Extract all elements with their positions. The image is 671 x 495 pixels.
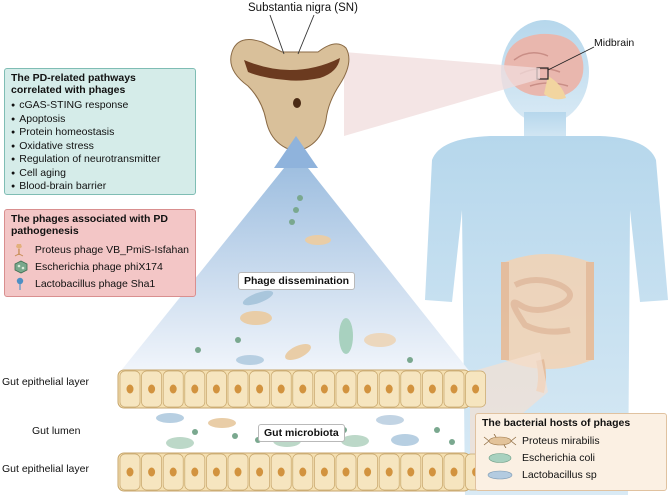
cell-nucleus (407, 384, 415, 394)
proteus-bacterium-icon (483, 433, 517, 448)
hosts-list: Proteus mirabilis Escherichia coli Lacto… (482, 432, 660, 483)
phage-item: Escherichia phage phiX174 (11, 258, 189, 275)
microbes-in-lumen (156, 413, 419, 449)
host-label: Escherichia coli (522, 451, 595, 464)
cell-nucleus (191, 467, 199, 477)
cell-nucleus (299, 467, 307, 477)
cell-nucleus (148, 467, 156, 477)
gut-epithelial-label-bottom: Gut epithelial layer (2, 463, 89, 475)
sn-pointer-right (297, 14, 315, 55)
host-label: Lactobacillus sp (522, 468, 597, 481)
epithelium-top (117, 369, 486, 409)
midbrain-label: Midbrain (594, 37, 635, 49)
bacterial-hosts-box: The bacterial hosts of phages Proteus mi… (475, 413, 667, 491)
cell-nucleus (169, 467, 177, 477)
pathway-item: cGAS-STING response (11, 99, 189, 113)
cell-nucleus (407, 467, 415, 477)
midbrain-pointer (547, 46, 595, 71)
cell-nucleus (277, 384, 285, 394)
cell-nucleus (299, 384, 307, 394)
gut-epithelial-label-top: Gut epithelial layer (2, 376, 89, 388)
epithelium-bottom (117, 452, 486, 492)
host-label: Proteus mirabilis (522, 434, 600, 447)
phages-box: The phages associated with PD pathogenes… (4, 209, 196, 297)
cell-nucleus (148, 384, 156, 394)
pathway-item: Blood-brain barrier (11, 180, 189, 194)
pathway-item: Apoptosis (11, 113, 189, 127)
icosahedral-phage-icon (14, 260, 28, 273)
cell-nucleus (385, 384, 393, 394)
cell-nucleus (212, 384, 220, 394)
cell-nucleus (277, 467, 285, 477)
pathway-item: Protein homeostasis (11, 126, 189, 140)
lollipop-phage-icon (16, 277, 24, 290)
phages-box-title: The phages associated with PD pathogenes… (11, 213, 168, 237)
microbes-in-cone (236, 235, 396, 365)
lactobacillus-bacterium-icon (487, 470, 513, 479)
cell-nucleus (126, 467, 134, 477)
pathways-list: cGAS-STING response Apoptosis Protein ho… (11, 99, 189, 194)
phage-label: Proteus phage VB_PmiS-Isfahan (34, 243, 189, 256)
dissemination-arrowhead (274, 136, 318, 168)
cell-nucleus (450, 384, 458, 394)
cell-nucleus (364, 384, 372, 394)
cell-nucleus (234, 467, 242, 477)
gut-microbiota-label: Gut microbiota (258, 424, 345, 442)
pathway-item: Oxidative stress (11, 140, 189, 154)
tailed-phage-icon (14, 243, 24, 256)
substantia-nigra-section (230, 39, 350, 151)
cell-nucleus (256, 384, 264, 394)
gut-lumen-label: Gut lumen (32, 425, 81, 437)
sn-pointer-left (269, 14, 285, 55)
pathways-box-title: The PD-related pathways correlated with … (11, 72, 136, 96)
phage-label: Lactobacillus phage Sha1 (35, 277, 156, 290)
cell-nucleus (428, 467, 436, 477)
intestines-illustration (501, 254, 594, 394)
cell-nucleus (385, 467, 393, 477)
cell-nucleus (320, 467, 328, 477)
pathways-box: The PD-related pathways correlated with … (4, 68, 196, 195)
cell-nucleus (320, 384, 328, 394)
cell-nucleus (191, 384, 199, 394)
cell-nucleus (364, 467, 372, 477)
host-item: Escherichia coli (482, 449, 660, 466)
cell-nucleus (472, 384, 480, 394)
cell-nucleus (342, 467, 350, 477)
ecoli-bacterium-icon (488, 452, 512, 463)
phage-label: Escherichia phage phiX174 (35, 260, 163, 273)
phage-item: Proteus phage VB_PmiS-Isfahan (11, 241, 189, 258)
dissemination-cone (120, 168, 470, 372)
cell-nucleus (256, 467, 264, 477)
cell-nucleus (450, 467, 458, 477)
cell-nucleus (212, 467, 220, 477)
pathway-item: Regulation of neurotransmitter (11, 153, 189, 167)
phages-list: Proteus phage VB_PmiS-Isfahan Escherichi… (11, 241, 189, 292)
sn-label: Substantia nigra (SN) (248, 2, 358, 14)
cell-nucleus (169, 384, 177, 394)
cell-nucleus (342, 384, 350, 394)
phage-dissemination-label: Phage dissemination (238, 272, 356, 290)
zoom-wedge-brain (344, 52, 540, 136)
cell-nucleus (126, 384, 134, 394)
phage-item: Lactobacillus phage Sha1 (11, 275, 189, 292)
cell-nucleus (428, 384, 436, 394)
host-item: Lactobacillus sp (482, 466, 660, 483)
cell-nucleus (234, 384, 242, 394)
pathway-item: Cell aging (11, 167, 189, 181)
hosts-box-title: The bacterial hosts of phages (482, 417, 631, 429)
host-item: Proteus mirabilis (482, 432, 660, 449)
